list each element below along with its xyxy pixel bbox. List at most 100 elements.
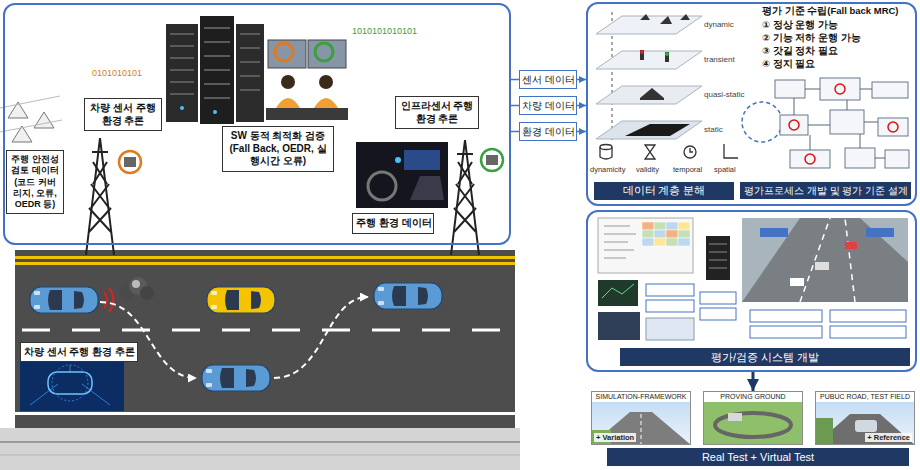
caption-bar: 평가프로세스 개발 및 평가 기준 설계: [740, 182, 911, 199]
box-text: 센서 데이터: [522, 73, 574, 86]
test-photo-part: [815, 391, 915, 445]
obstacle-cloud-part: [140, 286, 154, 300]
test-photo-part: [815, 414, 915, 445]
test-photo-part: [703, 391, 803, 445]
sensor-wave-part: [104, 292, 107, 308]
car-part: [30, 287, 98, 313]
data-flow-arrow: [511, 105, 519, 107]
data-layer-stack-part: [640, 88, 664, 100]
system-screens-part-part: [750, 310, 822, 322]
annotation: ① 정상 운행 가능: [762, 19, 838, 30]
server-rack-part: [236, 24, 264, 122]
system-screens-part-part: [646, 300, 694, 312]
evaluation-network-part-part: [888, 122, 898, 132]
server-rack: [166, 16, 264, 124]
annotation: temporal: [673, 165, 702, 174]
evaluation-network-part: [794, 89, 885, 158]
obstacle-cloud: [120, 277, 154, 300]
caption-bar: Real Test + Virtual Test: [607, 448, 909, 466]
evaluation-network-part-part: [872, 82, 908, 98]
sensor-wave: [104, 288, 114, 312]
test-photo-part: [715, 413, 791, 437]
cockpit-photo-part: [404, 150, 440, 170]
data-flow-arrow: [577, 131, 586, 133]
sensor-view-part: [52, 365, 88, 401]
system-screens-part-part: [654, 238, 666, 246]
system-screens-part: [866, 228, 894, 237]
data-layer-stack-part: [596, 121, 702, 139]
annotation: transient: [704, 55, 735, 65]
tile-note: + Reference: [865, 433, 912, 442]
data-flow-arrow: [577, 105, 586, 107]
system-screens-part: [598, 312, 640, 340]
road-part: [0, 441, 520, 443]
evaluation-network-part-part: [780, 115, 808, 135]
car-part: [202, 365, 270, 391]
road-part: [15, 262, 515, 265]
system-screens-part: [742, 218, 908, 302]
data-flow-arrow: [511, 79, 519, 81]
lattice-tower-part: [451, 140, 479, 255]
text-box: SW 동적 최적화 검증 (Fall Back, OEDR, 실행시간 오류): [222, 126, 334, 172]
cockpit-photo-part: [395, 157, 401, 163]
test-photo-part: [641, 414, 642, 444]
evaluation-network-part-part: [845, 148, 875, 168]
system-screens-part-part: [666, 238, 678, 246]
data-tag: 환경 데이터: [519, 122, 577, 141]
road-part: [15, 256, 515, 259]
system-screens-part-part: [646, 284, 694, 296]
cockpit-photo-part: [410, 176, 444, 200]
system-screens-part: [709, 244, 727, 268]
box-text: 인프라센서 주행 환경 추론: [399, 100, 475, 125]
operators-part: [275, 43, 293, 61]
panel-frame: 데이터 계층 분해 평가프로세스 개발 및 평가 기준 설계: [586, 2, 917, 206]
evaluation-network-part-part: [885, 150, 909, 168]
test-photo-part: [855, 420, 877, 432]
evaluation-network-part: [775, 78, 909, 168]
panel-frame: 차량 센서 주행 환경 추론 SW 동적 최적화 검증 (Fall Back, O…: [3, 3, 511, 245]
annotation: quasi-static: [704, 90, 744, 100]
box-text: 주행 안전성 검토 데이터 (코드 커버리지, 오류, OEDR 등): [10, 154, 60, 210]
data-flow-arrow: [577, 79, 586, 81]
tile-title: SIMULATION-FRAMEWORK: [592, 392, 690, 402]
evaluation-network-part-part: [830, 110, 864, 134]
system-screens-part-part: [678, 230, 690, 238]
box-text: 데이터 계층 분해: [598, 184, 730, 198]
system-screens-part-part: [666, 222, 678, 230]
system-screens-part-part: [654, 222, 666, 230]
operators-part: [276, 98, 300, 108]
road-part: [15, 250, 515, 428]
property-icon: [600, 144, 738, 159]
server-rack-part: [166, 24, 198, 122]
system-screens-part: [642, 222, 690, 246]
lattice-tower-part: [457, 153, 473, 155]
lattice-tower-part: [86, 138, 114, 255]
operators-part: [315, 43, 333, 61]
annotation: static: [704, 125, 723, 135]
box-text: 차량 센서 주행 환경 추론: [88, 102, 158, 127]
system-screens-part: [598, 280, 638, 306]
text-box: 인프라센서 주행 환경 추론: [395, 96, 479, 129]
text-box: 차량 센서 주행 환경 추론: [84, 98, 162, 131]
sensor-view: [20, 359, 124, 411]
cockpit-photo: [356, 142, 448, 208]
evaluation-network-part-part: [775, 80, 805, 98]
evaluation-network-part-part: [820, 78, 860, 100]
obstacle-cloud-part: [132, 280, 140, 288]
server-rack-part: [213, 110, 217, 114]
evaluation-network-part: [742, 102, 782, 142]
router-icon-part: [124, 157, 136, 167]
road-part: [22, 329, 515, 332]
text-box: 주행 환경 데이터: [352, 213, 434, 234]
data-tag: 센서 데이터: [519, 70, 577, 89]
tile-title: PUBUC ROAD, TEST FIELD: [816, 392, 914, 402]
operators: [266, 40, 348, 120]
binary-stream: 0101010101: [92, 68, 142, 79]
system-screens-part: [760, 228, 788, 237]
data-layer-stack-part: [640, 14, 690, 24]
lane-change-path: [100, 297, 368, 378]
data-flow-arrow: [511, 131, 519, 133]
annotation: dynamic: [704, 20, 734, 30]
system-screens-part: [742, 218, 908, 302]
